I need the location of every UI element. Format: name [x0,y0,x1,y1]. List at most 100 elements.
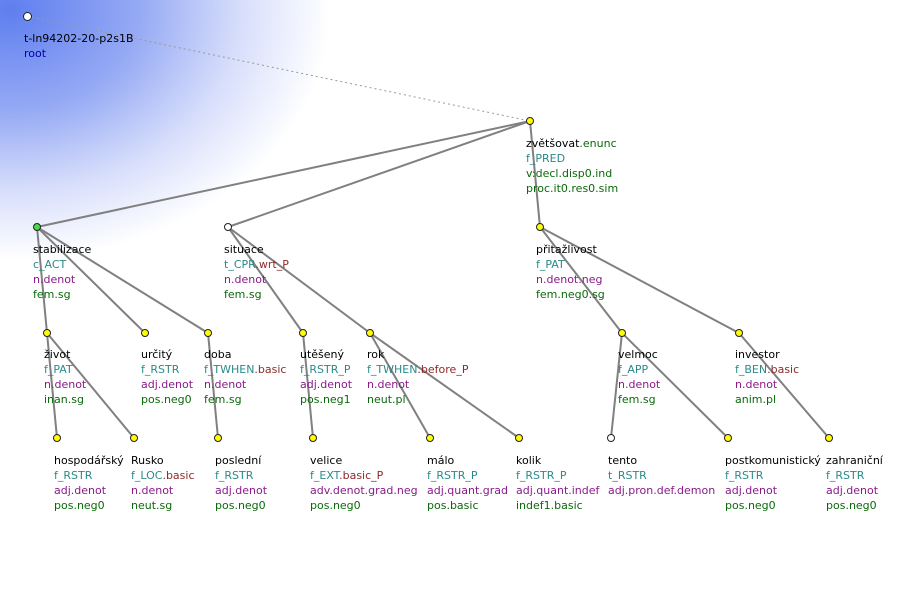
node-dot-malo[interactable] [426,434,434,442]
functor: f_TWHEN [367,363,418,376]
functor: f_RSTR_P [516,469,567,482]
functor: f_APP [618,363,649,376]
lemma: zahraniční [826,454,883,467]
edge-zivot-hospodarsky [46,332,58,439]
root-label-block: t-ln94202-20-p2s1B root [24,31,134,61]
functor: f_PRED [526,152,566,165]
root-node-dot[interactable] [23,12,32,21]
node-dot-posledni[interactable] [214,434,222,442]
lemma: velice [310,454,343,467]
edge-situace-rok [227,226,371,334]
semantic-type: n.denot [204,378,247,391]
edge-doba-posledni [207,332,219,439]
functor: f_RSTR [826,469,865,482]
node-dot-investor[interactable] [735,329,743,337]
lemma-suffix: .enunc [579,137,617,150]
node-dot-stabilizace[interactable] [33,223,41,231]
semantic-type: adj.denot [826,484,879,497]
grammatemes: fem.sg [224,288,262,301]
node-dot-postkomunisticky[interactable] [724,434,732,442]
lemma: rok [367,348,385,361]
grammatemes: fem.sg [204,393,242,406]
functor: f_PAT [536,258,565,271]
semantic-type: adj.quant.grad [427,484,508,497]
lemma: velmoc [618,348,658,361]
functor-subtype: .basic [767,363,800,376]
edge-zvetsovat-situace [227,120,531,228]
semantic-type: adj.quant.indef [516,484,600,497]
grammatemes: neut.pl [367,393,406,406]
node-label-rok: rok f_TWHEN.before_P n.denot neut.pl [367,347,468,407]
grammatemes: neut.sg [131,499,173,512]
semantic-type: n.denot [618,378,661,391]
grammatemes: fem.sg [33,288,71,301]
edge-zvetsovat-pritazlivost [529,120,541,228]
lemma: stabilizace [33,243,92,256]
functor: f_RSTR [215,469,254,482]
node-dot-situace[interactable] [224,223,232,231]
semantic-type: n.denot [44,378,87,391]
node-label-tento: tento t_RSTR adj.pron.def.demon [608,453,715,498]
edge-stabilizace-urcity [36,226,146,334]
grammatemes: indef1.basic [516,499,583,512]
node-label-rusko: Rusko f_LOC.basic n.denot neut.sg [131,453,195,513]
node-dot-zvetsovat[interactable] [526,117,534,125]
edge-zvetsovat-stabilizace [36,120,531,228]
node-label-stabilizace: stabilizace c_ACT n.denot fem.sg [33,242,91,302]
lemma: situace [224,243,264,256]
node-dot-uteseny[interactable] [299,329,307,337]
node-dot-rok[interactable] [366,329,374,337]
grammatemes: pos.neg0 [141,393,192,406]
edge-pritazlivost-velmoc [539,226,623,334]
functor: t_CPR [224,258,256,271]
functor: f_TWHEN [204,363,255,376]
node-dot-zivot[interactable] [43,329,51,337]
node-label-uteseny: utěšený f_RSTR_P adj.denot pos.neg1 [300,347,352,407]
node-label-kolik: kolik f_RSTR_P adj.quant.indef indef1.ba… [516,453,599,513]
functor: f_RSTR_P [427,469,478,482]
lemma: tento [608,454,638,467]
edge-zivot-rusko [46,332,135,439]
functor-subtype: .basic_P [339,469,384,482]
lemma: investor [735,348,780,361]
functor: c_ACT [33,258,67,271]
grammatemes: pos.neg0 [215,499,266,512]
functor: f_BEN [735,363,768,376]
grammatemes: pos.neg1 [300,393,351,406]
functor: t_RSTR [608,469,647,482]
node-dot-doba[interactable] [204,329,212,337]
lemma: málo [427,454,455,467]
functor-subtype: .basic [162,469,195,482]
grammatemes: pos.neg0 [826,499,877,512]
edge-rok-malo [369,332,431,439]
node-dot-urcity[interactable] [141,329,149,337]
node-dot-zahranicni[interactable] [825,434,833,442]
semantic-type: adj.denot [215,484,268,497]
node-dot-rusko[interactable] [130,434,138,442]
node-dot-kolik[interactable] [515,434,523,442]
functor: f_RSTR_P [300,363,351,376]
lemma: určitý [141,348,173,361]
grammatemes: pos.basic [427,499,479,512]
grammatemes: fem.neg0.sg [536,288,605,301]
semantic-type: n.denot [224,273,267,286]
node-label-hospodarsky: hospodářský f_RSTR adj.denot pos.neg0 [54,453,124,513]
lemma: utěšený [300,348,345,361]
node-dot-velmoc[interactable] [618,329,626,337]
semantic-type: n.denot [33,273,76,286]
node-dot-velice[interactable] [309,434,317,442]
edge-velmoc-postkomunisticky [621,332,729,439]
lemma: přitažlivost [536,243,597,256]
functor-subtype: .wrt_P [255,258,289,271]
lemma: poslední [215,454,262,467]
functor-subtype: .before_P [417,363,469,376]
node-label-zvetsovat: zvětšovat.enunc f_PRED v:decl.disp0.ind … [526,136,618,196]
semantic-type: n.denot [735,378,778,391]
node-dot-tento[interactable] [607,434,615,442]
node-label-velice: velice f_EXT.basic_P adv.denot.grad.neg … [310,453,418,513]
node-dot-pritazlivost[interactable] [536,223,544,231]
functor: f_EXT [310,469,340,482]
grammatemes: anim.pl [735,393,777,406]
node-dot-hospodarsky[interactable] [53,434,61,442]
